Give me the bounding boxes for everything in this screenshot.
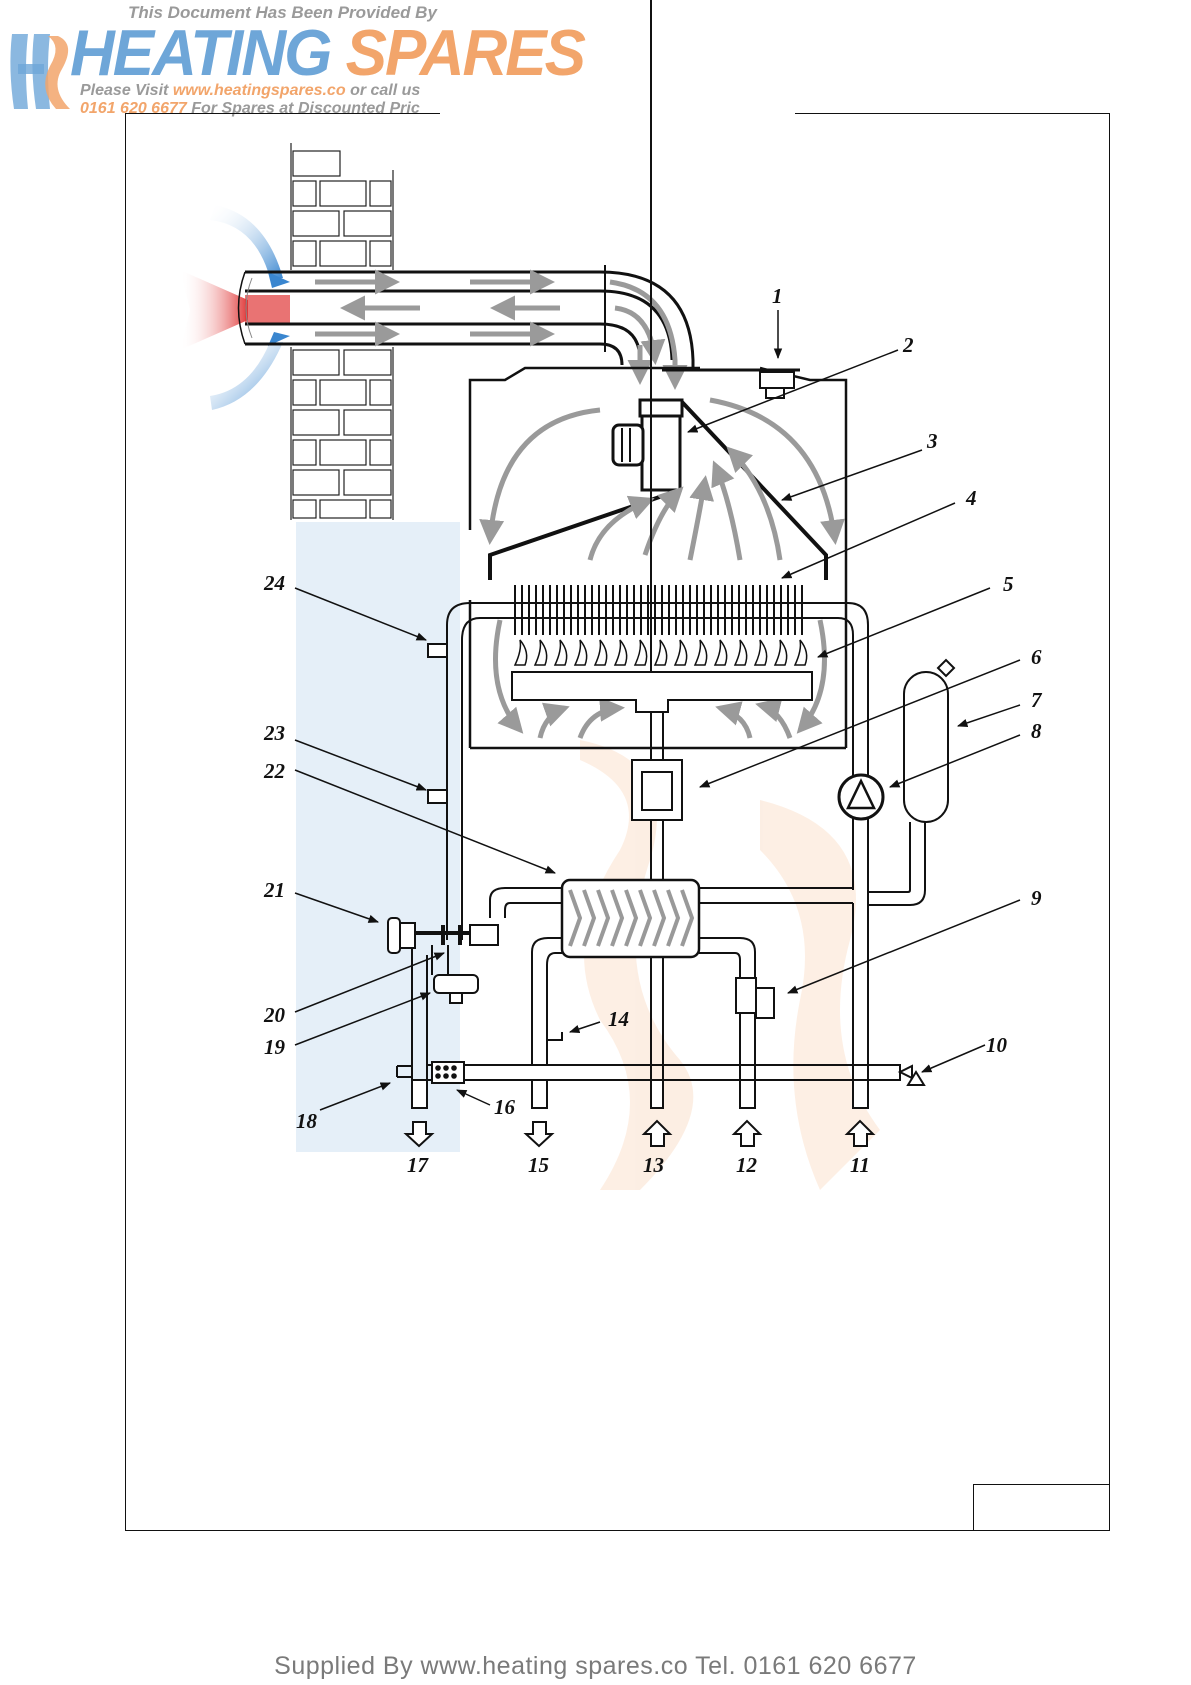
callout-12: 12: [736, 1153, 758, 1177]
primary-heat-exchanger: [515, 585, 802, 635]
background-watermark: [296, 522, 880, 1190]
callout-19: 19: [264, 1035, 286, 1059]
callout-9: 9: [1031, 886, 1042, 910]
callout-10: 10: [986, 1033, 1008, 1057]
fan-assembly: [613, 400, 682, 490]
expansion-vessel: [868, 660, 954, 905]
callout-7: 7: [1031, 688, 1043, 712]
flow-switch: [736, 978, 774, 1018]
burner: [512, 640, 812, 712]
callout-5: 5: [1003, 572, 1014, 596]
callout-24: 24: [263, 571, 285, 595]
air-pressure-switch: [662, 370, 800, 398]
callout-13: 13: [643, 1153, 664, 1177]
callout-16: 16: [494, 1095, 516, 1119]
footer-supplied-by: Supplied By www.heating spares.co Tel. 0…: [0, 1652, 1191, 1681]
callout-17: 17: [407, 1153, 430, 1177]
callout-4: 4: [965, 486, 977, 510]
callout-21: 21: [263, 878, 285, 902]
callout-1: 1: [772, 284, 783, 308]
plate-heat-exchanger: [562, 880, 699, 957]
callout-23: 23: [263, 721, 285, 745]
pump: [839, 775, 883, 819]
callout-6: 6: [1031, 645, 1042, 669]
callout-15: 15: [528, 1153, 549, 1177]
terminal-airflow: [180, 205, 290, 410]
callout-18: 18: [296, 1109, 318, 1133]
callout-3: 3: [926, 429, 938, 453]
callout-14: 14: [608, 1007, 629, 1031]
callout-2: 2: [902, 333, 914, 357]
callout-8: 8: [1031, 719, 1042, 743]
callout-22: 22: [263, 759, 286, 783]
callout-11: 11: [850, 1153, 870, 1177]
callout-20: 20: [263, 1003, 286, 1027]
